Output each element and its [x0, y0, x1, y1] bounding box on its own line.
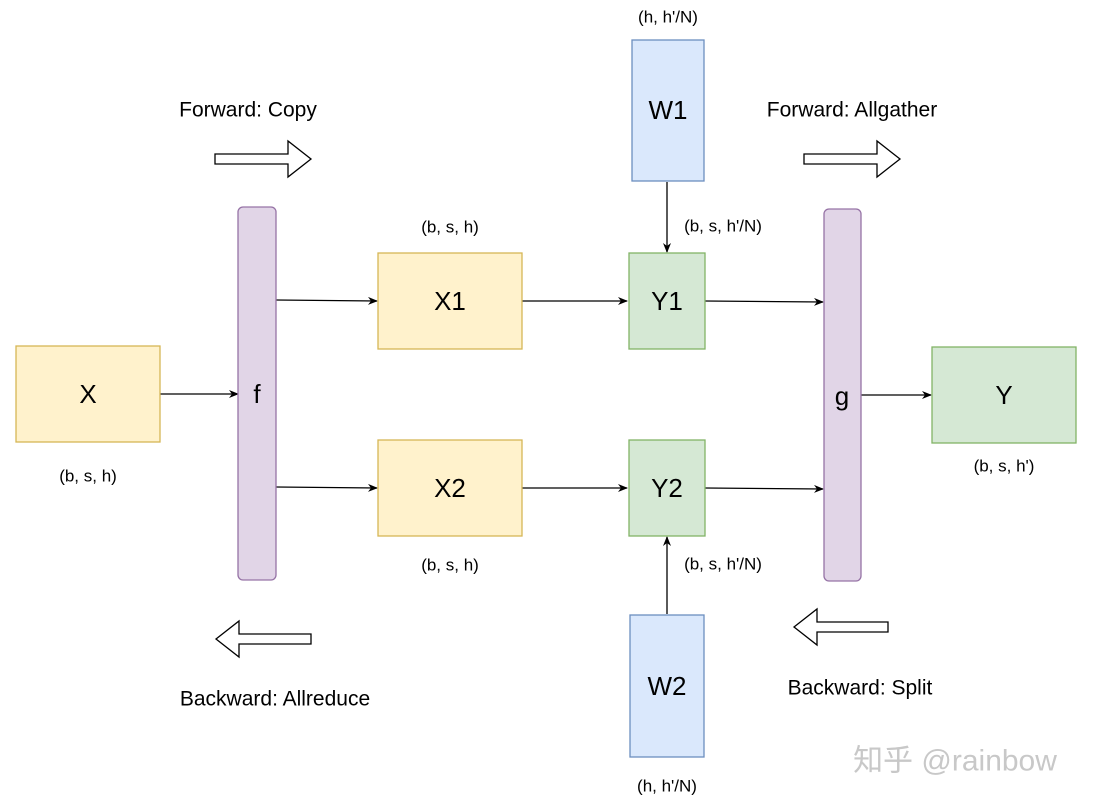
dim-label-x2: (b, s, h) — [421, 556, 479, 575]
node-y-box — [931, 346, 1077, 444]
backward-arrow-right-icon — [792, 607, 889, 647]
node-y1-box — [628, 252, 706, 350]
node-y: Y — [931, 346, 1077, 444]
node-w2-label: W2 — [648, 671, 687, 701]
node-w2: W2 — [629, 614, 705, 758]
edge-f-to-x1 — [275, 296, 378, 305]
node-y2-box — [628, 439, 706, 537]
node-f-box — [237, 206, 277, 581]
node-y1: Y1 — [628, 252, 706, 350]
node-y-label: Y — [995, 380, 1012, 410]
node-w1-box — [631, 39, 705, 182]
captions: Forward: Copy Backward: Allreduce Forwar… — [179, 99, 937, 711]
edge-f-to-x2 — [275, 483, 378, 492]
node-w1: W1 — [631, 39, 705, 182]
node-y2-label: Y2 — [651, 473, 683, 503]
watermark: 知乎 @rainbow — [853, 745, 1057, 778]
dim-label-x1: (b, s, h) — [421, 218, 479, 237]
node-g: g — [823, 208, 862, 582]
dim-label-w1: (h, h'/N) — [638, 8, 698, 27]
dim-label-y: (b, s, h') — [974, 457, 1035, 476]
forward-arrow-left-icon — [214, 139, 313, 179]
dim-label-x: (b, s, h) — [59, 467, 117, 486]
node-x1-box — [377, 252, 523, 350]
node-x: X — [15, 345, 161, 443]
caption-forward-allgather: Forward: Allgather — [767, 99, 937, 122]
forward-arrow-right-icon — [803, 139, 902, 179]
caption-backward-allreduce: Backward: Allreduce — [180, 688, 370, 711]
direction-arrows — [214, 139, 902, 659]
node-y2: Y2 — [628, 439, 706, 537]
dim-label-y1: (b, s, h'/N) — [684, 217, 762, 236]
node-f: f — [237, 206, 277, 581]
node-w2-box — [629, 614, 705, 758]
dimension-labels: (b, s, h) (b, s, h) (b, s, h) (h, h'/N) … — [59, 8, 1034, 796]
node-x-box — [15, 345, 161, 443]
node-g-box — [823, 208, 862, 582]
node-g-label: g — [835, 381, 849, 411]
caption-backward-split: Backward: Split — [788, 677, 933, 700]
edge-y1-to-g — [704, 297, 824, 306]
edges — [160, 182, 932, 614]
node-w1-label: W1 — [649, 95, 688, 125]
node-x2: X2 — [377, 439, 523, 537]
caption-forward-copy: Forward: Copy — [179, 99, 317, 122]
node-x-label: X — [79, 379, 96, 409]
node-x1: X1 — [377, 252, 523, 350]
node-x2-box — [377, 439, 523, 537]
node-x2-label: X2 — [434, 473, 466, 503]
node-y1-label: Y1 — [651, 286, 683, 316]
dim-label-y2: (b, s, h'/N) — [684, 555, 762, 574]
node-x1-label: X1 — [434, 286, 466, 316]
edge-y2-to-g — [704, 484, 824, 493]
backward-arrow-left-icon — [214, 619, 312, 659]
dim-label-w2: (h, h'/N) — [637, 777, 697, 796]
node-f-label: f — [253, 379, 261, 409]
